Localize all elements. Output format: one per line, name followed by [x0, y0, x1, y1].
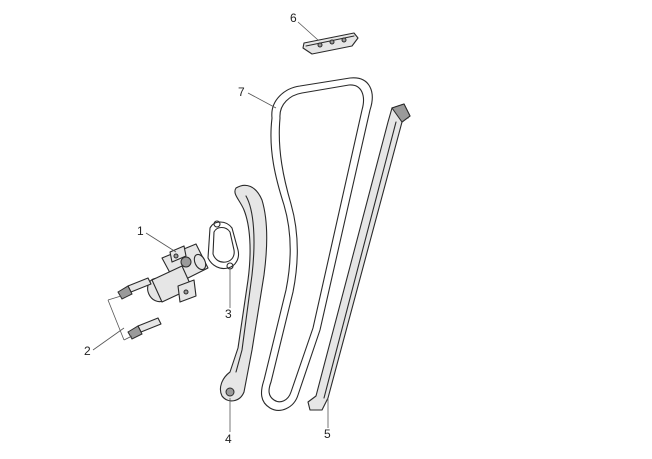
callout-2: 2	[84, 344, 91, 358]
callout-5: 5	[324, 427, 331, 441]
part-2-bolt-upper[interactable]	[117, 277, 152, 300]
part-2-bolt-lower[interactable]	[127, 317, 162, 340]
part-7-timing-chain[interactable]	[260, 77, 373, 411]
callout-7: 7	[238, 85, 245, 99]
callout-1: 1	[137, 224, 144, 238]
callout-3: 3	[225, 307, 232, 321]
part-5-fixed-guide[interactable]	[307, 103, 411, 411]
part-6-guide-pad[interactable]	[302, 32, 359, 55]
part-1-chain-tensioner[interactable]	[144, 243, 209, 305]
callout-4: 4	[225, 432, 232, 446]
leader-lines	[92, 21, 329, 432]
part-4-tensioner-slipper[interactable]	[219, 184, 268, 402]
callout-6: 6	[290, 11, 297, 25]
part-3-gasket[interactable]	[207, 220, 240, 270]
